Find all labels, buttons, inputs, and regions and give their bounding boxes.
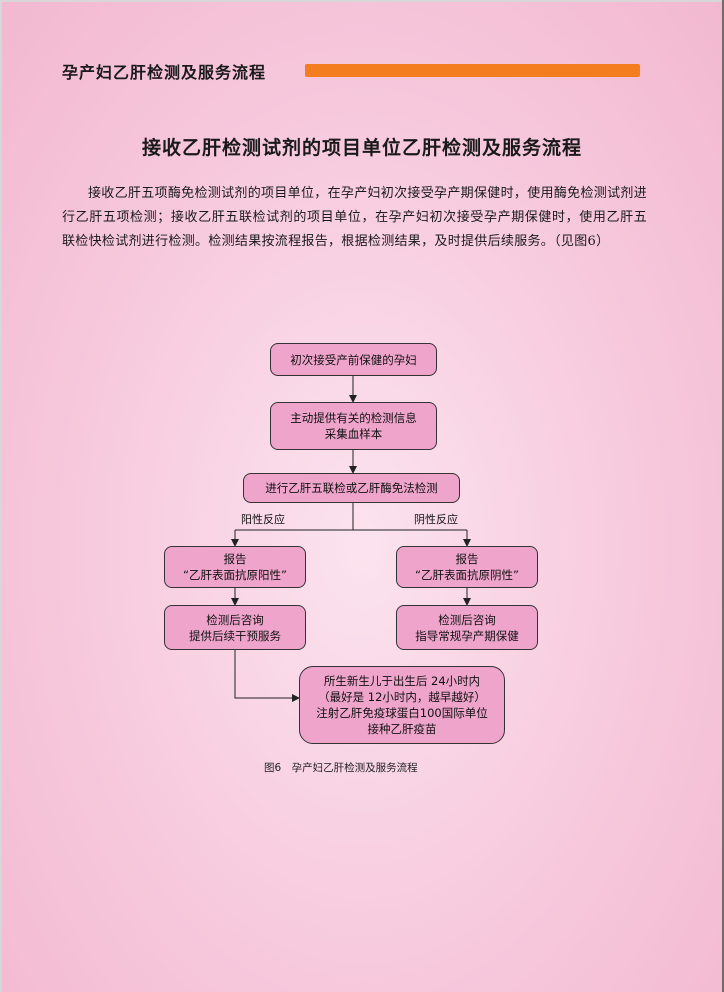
edge-label-negative: 阴性反应: [414, 513, 458, 526]
node-counsel-negative: 检测后咨询 指导常规孕产期保健: [396, 605, 538, 650]
page-border-left: [0, 0, 2, 992]
body-paragraph: 接收乙肝五项酶免检测试剂的项目单位，在孕产妇初次接受孕产期保健时，使用酶免检测试…: [62, 186, 647, 249]
node-counsel-positive: 检测后咨询 提供后续干预服务: [164, 605, 306, 650]
page-border-right: [722, 0, 724, 992]
node-provide-info-collect-blood: 主动提供有关的检测信息 采集血样本: [270, 402, 437, 450]
running-header-title: 孕产妇乙肝检测及服务流程: [62, 63, 267, 82]
figure-caption: 图6 孕产妇乙肝检测及服务流程: [264, 762, 418, 774]
node-hbv-testing: 进行乙肝五联检或乙肝酶免法检测: [243, 473, 460, 503]
node-report-negative: 报告 “乙肝表面抗原阴性”: [396, 546, 538, 588]
node-initial-prenatal-visit: 初次接受产前保健的孕妇: [270, 343, 437, 376]
edge-counsel-pos-to-newborn: [234, 650, 300, 702]
section-title: 接收乙肝检测试剂的项目单位乙肝检测及服务流程: [141, 137, 582, 159]
header-accent-bar: [305, 64, 640, 77]
node-newborn-intervention: 所生新生儿于出生后 24小时内 （最好是 12小时内，越早越好） 注射乙肝免疫球…: [299, 666, 505, 744]
edge-label-positive: 阳性反应: [241, 513, 285, 526]
page-border-top: [0, 0, 724, 2]
node-report-positive: 报告 “乙肝表面抗原阳性”: [164, 546, 306, 588]
